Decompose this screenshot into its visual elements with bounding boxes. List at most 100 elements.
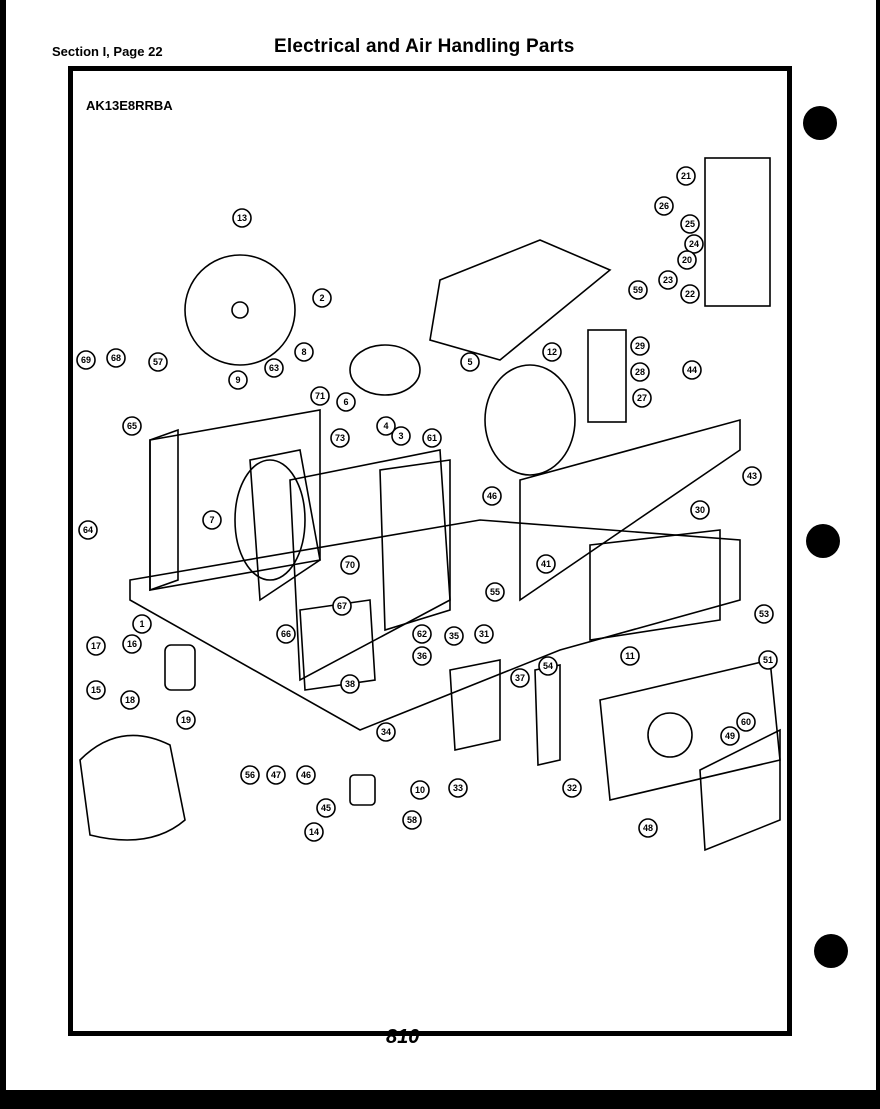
callout-71: 71 [310,386,330,406]
parts-kit-box [704,157,771,307]
callout-43: 43 [742,466,762,486]
callout-53: 53 [754,604,774,624]
callout-60: 60 [736,712,756,732]
callout-number: 27 [637,393,647,403]
model-number: AK13E8RRBA [86,98,173,113]
section-label: Section I, Page 22 [52,44,163,59]
callout-number: 57 [153,357,163,367]
callout-number: 49 [725,731,735,741]
callout-number: 63 [269,363,279,373]
callout-number: 44 [687,365,697,375]
callout-number: 58 [407,815,417,825]
callout-number: 15 [91,685,101,695]
callout-number: 51 [763,655,773,665]
blower-opening [647,712,693,758]
callout-number: 30 [695,505,705,515]
punch-hole-top [803,106,837,140]
callout-number: 38 [345,679,355,689]
callout-51: 51 [758,650,778,670]
callout-66: 66 [276,624,296,644]
callout-27: 27 [632,388,652,408]
callout-56: 56 [240,765,260,785]
callout-5: 5 [460,352,480,372]
diagram-frame [68,66,792,1036]
callout-number: 69 [81,355,91,365]
callout-46: 46 [296,765,316,785]
callout-46: 46 [482,486,502,506]
callout-number: 46 [487,491,497,501]
callout-7: 7 [202,510,222,530]
callout-15: 15 [86,680,106,700]
callout-number: 67 [337,601,347,611]
callout-number: 71 [315,391,325,401]
callout-number: 48 [643,823,653,833]
callout-47: 47 [266,765,286,785]
callout-number: 34 [381,727,391,737]
callout-number: 62 [417,629,427,639]
callout-number: 59 [633,285,643,295]
callout-number: 28 [635,367,645,377]
scan-bottom-edge [0,1090,880,1109]
callout-41: 41 [536,554,556,574]
callout-number: 26 [659,201,669,211]
callout-48: 48 [638,818,658,838]
shroud-orifice [234,459,306,581]
callout-2: 2 [312,288,332,308]
callout-number: 10 [415,785,425,795]
callout-62: 62 [412,624,432,644]
callout-number: 24 [689,239,699,249]
callout-11: 11 [620,646,640,666]
callout-59: 59 [628,280,648,300]
callout-number: 1 [139,619,144,629]
scan-right-edge [876,0,880,1109]
callout-number: 65 [127,421,137,431]
callout-number: 5 [467,357,472,367]
fan-shroud [249,449,321,602]
callout-number: 70 [345,560,355,570]
callout-number: 21 [681,171,691,181]
callout-number: 19 [181,715,191,725]
callout-9: 9 [228,370,248,390]
callout-49: 49 [720,726,740,746]
page-title: Electrical and Air Handling Parts [274,36,575,57]
divider-wall [519,418,741,602]
callout-16: 16 [122,634,142,654]
callout-17: 17 [86,636,106,656]
callout-number: 32 [567,783,577,793]
callout-19: 19 [176,710,196,730]
callout-54: 54 [538,656,558,676]
callout-number: 6 [343,397,348,407]
callout-number: 53 [759,609,769,619]
callout-number: 55 [490,587,500,597]
callout-number: 64 [83,525,93,535]
callout-number: 45 [321,803,331,813]
callout-57: 57 [148,352,168,372]
base-pan [129,519,741,731]
callout-10: 10 [410,780,430,800]
callout-12: 12 [542,342,562,362]
callout-number: 8 [301,347,306,357]
callout-number: 66 [281,629,291,639]
callout-8: 8 [294,342,314,362]
callout-number: 9 [235,375,240,385]
callout-number: 60 [741,717,751,727]
switch-bracket [534,664,561,766]
thermostat-kit-box [587,329,627,423]
callout-number: 16 [127,639,137,649]
callout-number: 68 [111,353,121,363]
callout-number: 29 [635,341,645,351]
callout-number: 13 [237,213,247,223]
overload [349,774,376,806]
callout-number: 20 [682,255,692,265]
callout-number: 22 [685,289,695,299]
callout-21: 21 [676,166,696,186]
punch-hole-bottom [814,934,848,968]
callout-25: 25 [680,214,700,234]
callout-14: 14 [304,822,324,842]
callout-69: 69 [76,350,96,370]
blower-scroll [589,529,721,641]
callout-number: 61 [427,433,437,443]
front-panel [599,659,781,801]
callout-34: 34 [376,722,396,742]
